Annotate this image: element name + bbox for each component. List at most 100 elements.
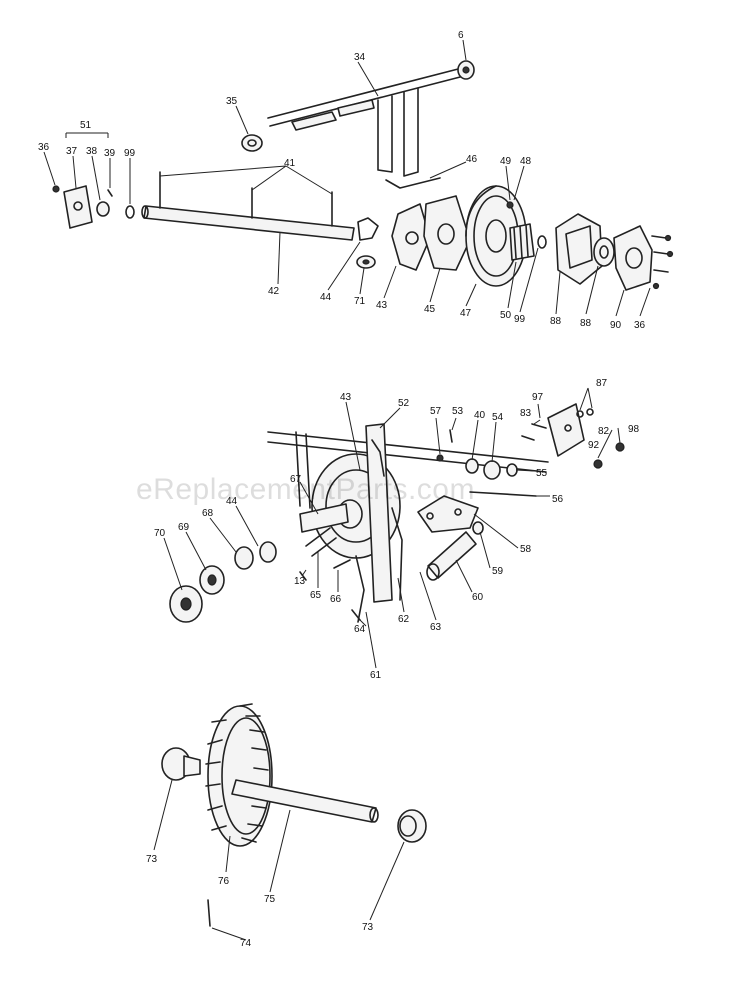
callout-labels: 6 34 35 51 36 37 38 39 99 41 46 49 48 42… xyxy=(38,30,646,949)
callout-label: 46 xyxy=(466,154,478,165)
part-70-wheel xyxy=(169,585,203,623)
part-58-bracket xyxy=(417,495,479,533)
middle-assembly xyxy=(163,387,625,669)
callout-label: 43 xyxy=(340,392,352,403)
part-45-plate xyxy=(423,195,471,271)
callout-label: 44 xyxy=(226,496,238,507)
callout-label: 92 xyxy=(588,440,600,451)
callout-label: 75 xyxy=(264,894,276,905)
part-83-screw xyxy=(531,423,547,429)
part-34-control-rod xyxy=(267,67,465,189)
part-67-shaft-stub xyxy=(299,503,349,533)
part-97-screw xyxy=(521,435,535,441)
callout-label: 90 xyxy=(610,320,622,331)
callout-label: 57 xyxy=(430,406,442,417)
callout-label: 52 xyxy=(398,398,410,409)
callout-label: 51 xyxy=(80,120,92,131)
callout-label: 98 xyxy=(628,424,640,435)
part-6-knob xyxy=(457,60,475,80)
part-68-bearing xyxy=(234,546,254,570)
part-62-lever xyxy=(365,423,393,603)
part-59-washer xyxy=(472,521,484,535)
part-36-nut xyxy=(52,185,60,193)
callout-label: 36 xyxy=(38,142,50,153)
callout-label: 37 xyxy=(66,146,78,157)
part-38-bearing xyxy=(96,201,110,217)
part-88-bearing xyxy=(593,237,615,267)
callout-label: 87 xyxy=(596,378,608,389)
callout-label: 43 xyxy=(376,300,388,311)
callout-label: 88 xyxy=(580,318,592,329)
part-50-gear-hub xyxy=(509,223,535,261)
part-90-plate xyxy=(613,225,653,291)
part-13-screw xyxy=(299,571,307,581)
callout-label: 83 xyxy=(520,408,532,419)
callout-label: 73 xyxy=(362,922,374,933)
part-92-nut xyxy=(593,459,603,469)
part-71-washer xyxy=(356,255,376,269)
callout-label: 61 xyxy=(370,670,382,681)
part-44-washer xyxy=(259,541,277,563)
callout-label: 6 xyxy=(458,30,464,41)
part-56-bolt xyxy=(469,491,537,497)
part-42-shaft xyxy=(141,171,355,241)
part-40-washer xyxy=(465,458,479,474)
callout-label: 38 xyxy=(86,146,98,157)
part-66-clip xyxy=(333,559,351,569)
part-37-bracket xyxy=(63,185,93,229)
callout-label: 76 xyxy=(218,876,230,887)
callout-label: 44 xyxy=(320,292,332,303)
callout-label: 48 xyxy=(520,156,532,167)
callout-label: 62 xyxy=(398,614,410,625)
callout-label: 60 xyxy=(472,592,484,603)
callout-label: 47 xyxy=(460,308,472,319)
part-61-spring xyxy=(355,555,365,623)
part-76-sprocket xyxy=(205,703,273,847)
callout-label: 99 xyxy=(514,314,526,325)
callout-label: 67 xyxy=(290,474,302,485)
top-assembly xyxy=(43,39,674,317)
bottom-assembly xyxy=(153,703,427,941)
part-49-screw xyxy=(506,201,514,209)
callout-label: 64 xyxy=(354,624,366,635)
part-69-hub xyxy=(199,565,225,595)
part-73-bushing-left xyxy=(161,747,201,781)
callout-label: 66 xyxy=(330,594,342,605)
callout-label: 68 xyxy=(202,508,214,519)
part-53-pin xyxy=(449,429,453,443)
part-87-clips xyxy=(576,408,594,418)
callout-label: 88 xyxy=(550,316,562,327)
part-75-axle xyxy=(231,779,379,823)
part-99-washer xyxy=(537,235,547,249)
callout-label: 74 xyxy=(240,938,252,949)
callout-label: 54 xyxy=(492,412,504,423)
callout-label: 63 xyxy=(430,622,442,633)
callout-label: 34 xyxy=(354,52,366,63)
part-63-link xyxy=(391,507,403,601)
part-43-cam xyxy=(391,203,431,271)
part-35-bushing xyxy=(241,134,263,152)
callout-label: 82 xyxy=(598,426,610,437)
callout-label: 58 xyxy=(520,544,532,555)
callout-label: 49 xyxy=(500,156,512,167)
watermark-text: eReplacementParts.com xyxy=(136,473,475,506)
callout-label: 39 xyxy=(104,148,116,159)
callout-label: 99 xyxy=(124,148,136,159)
callout-label: 40 xyxy=(474,410,486,421)
callout-label: 35 xyxy=(226,96,238,107)
part-74-key xyxy=(207,899,211,927)
part-60-sleeve xyxy=(426,531,477,581)
callout-label: 73 xyxy=(146,854,158,865)
part-82-bracket xyxy=(547,403,585,457)
callout-label: 53 xyxy=(452,406,464,417)
callout-label: 50 xyxy=(500,310,512,321)
callout-label: 65 xyxy=(310,590,322,601)
callout-label: 36 xyxy=(634,320,646,331)
callout-label: 59 xyxy=(492,566,504,577)
callout-label: 69 xyxy=(178,522,190,533)
part-73-bushing-right xyxy=(397,809,427,843)
callout-label: 55 xyxy=(536,468,548,479)
part-54-bushing xyxy=(483,460,501,480)
